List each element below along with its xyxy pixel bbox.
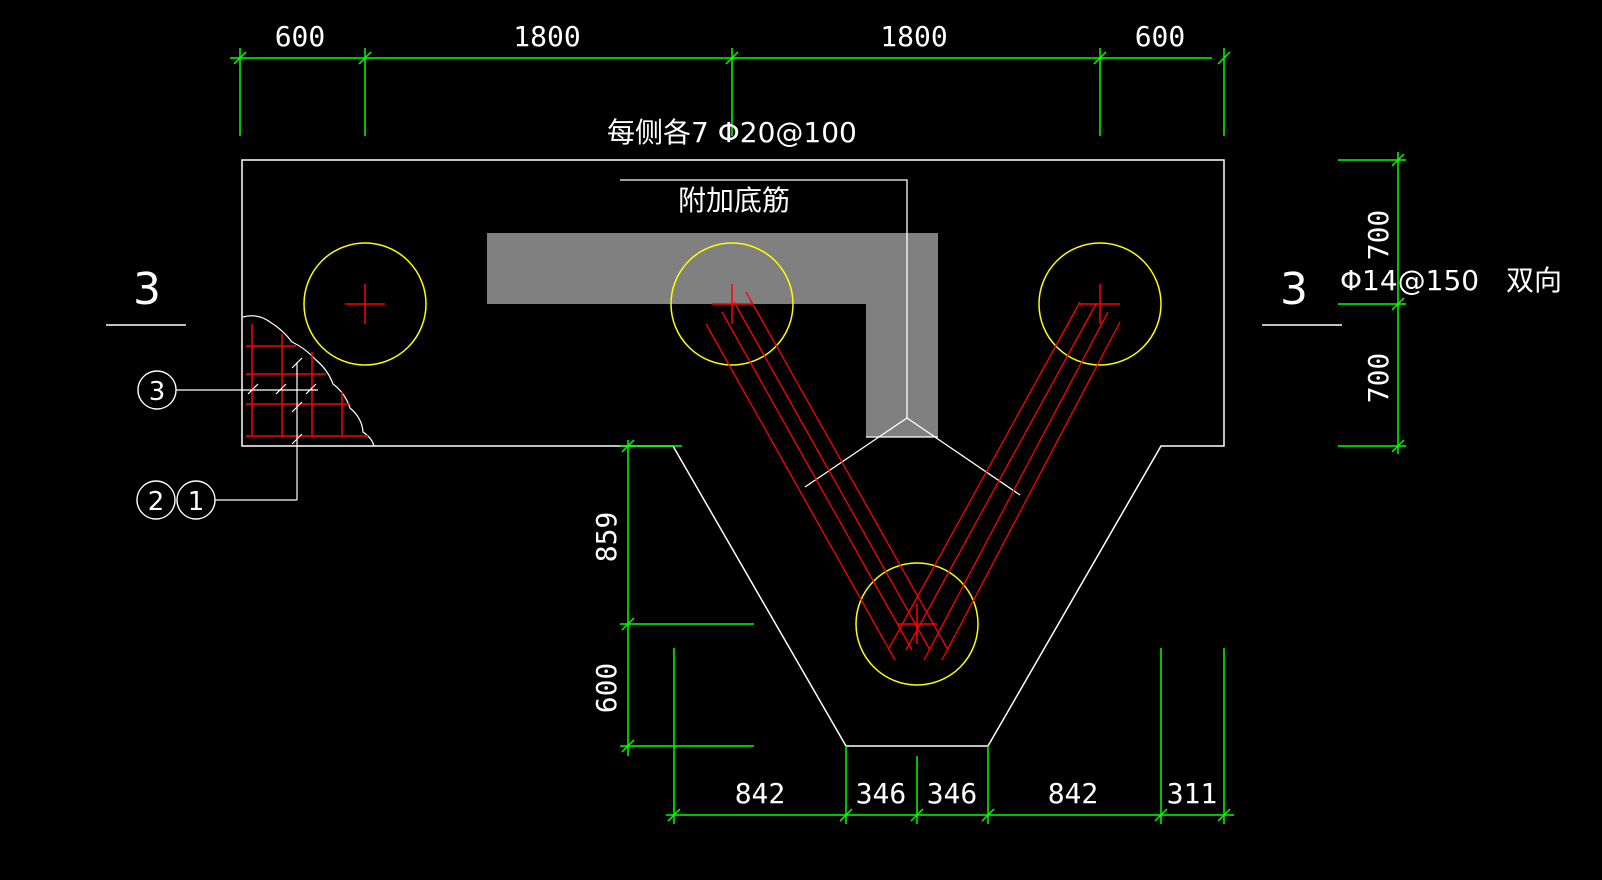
top-dim-text-1: 600 (275, 20, 326, 53)
detail-grid[interactable] (242, 315, 375, 500)
rebar-side-label: 每侧各7 Φ20@100 (607, 116, 857, 149)
rebar-diagonal-right (887, 301, 1121, 661)
center-diag-right (906, 417, 1021, 496)
section-marker-left[interactable]: 3 (106, 264, 186, 326)
center-diagonals (804, 417, 1021, 496)
rebar-diag-right-4 (941, 321, 1121, 661)
callout-2-circle (136, 480, 176, 520)
pile-middle-circle (670, 242, 794, 366)
grid-tick-1 (247, 383, 259, 395)
bottom-dim-text-2: 346 (856, 777, 907, 810)
section-left-number: 3 (133, 264, 161, 315)
rebar-diag-left-4 (745, 291, 949, 651)
right-dim-tick-3 (1391, 439, 1405, 453)
bottom-dim-tick-2 (839, 808, 853, 822)
top-dim-tick-4 (1093, 51, 1107, 65)
bottom-dim-text-4: 842 (1048, 777, 1099, 810)
bottom-dim-tick-6 (1217, 808, 1231, 822)
pile-right-circle (1038, 242, 1162, 366)
left-dim-tick-2 (621, 617, 635, 631)
top-dim-tick-1 (233, 51, 247, 65)
bottom-dim-text-3: 346 (927, 777, 978, 810)
rebar-diag-left-1 (705, 323, 896, 661)
right-dim-tick-1 (1391, 153, 1405, 167)
right-dim-text-2: 700 (1362, 353, 1395, 404)
callout-2-1[interactable]: 2 1 (136, 480, 297, 520)
pile-right[interactable] (1038, 242, 1162, 366)
section-right-number: 3 (1280, 264, 1308, 315)
rebar-diag-right-1 (887, 301, 1081, 651)
right-dimension-group (1338, 152, 1406, 454)
section-marker-right[interactable]: 3 (1262, 264, 1342, 326)
right-dim-text-1: 700 (1362, 210, 1395, 261)
left-dim-text-1: 859 (590, 512, 623, 563)
right-rebar-label: Φ14@150 (1340, 264, 1479, 297)
top-dim-text-4: 600 (1135, 20, 1186, 53)
bottom-dimension-group (666, 648, 1234, 824)
pile-bottom[interactable] (855, 562, 979, 686)
extra-bottom-bar-band[interactable] (487, 233, 938, 437)
detail-grid-red (246, 324, 368, 437)
callout-2-text: 2 (148, 487, 165, 517)
left-dim-tick-1 (621, 439, 635, 453)
pile-left-circle (303, 242, 427, 366)
callout-1-text: 1 (188, 487, 205, 517)
callout-3-text: 3 (149, 377, 166, 407)
rebar-diagonal-left (705, 291, 949, 661)
pile-middle[interactable] (670, 242, 794, 366)
rebar-diag-right-2 (905, 303, 1097, 651)
left-dim-text-2: 600 (590, 663, 623, 714)
bottom-dim-tick-1 (667, 808, 681, 822)
top-dim-text-3: 1800 (880, 20, 947, 53)
bottom-dim-tick-4 (981, 808, 995, 822)
pile-left[interactable] (303, 242, 427, 366)
bottom-dim-tick-3 (910, 808, 924, 822)
top-dim-tick-5 (1217, 51, 1231, 65)
rebar-diag-left-2 (721, 311, 913, 651)
rebar-diag-right-3 (923, 311, 1109, 661)
top-dimension-group (230, 48, 1231, 136)
bottom-dim-text-1: 842 (735, 777, 786, 810)
break-line-scallop (242, 315, 375, 447)
bottom-dim-tick-5 (1154, 808, 1168, 822)
top-dim-text-2: 1800 (513, 20, 580, 53)
right-rebar-direction: 双向 (1506, 264, 1562, 297)
bottom-dim-text-5: 311 (1167, 777, 1218, 810)
extra-bar-leader (620, 179, 908, 418)
rebar-diag-left-3 (733, 301, 931, 651)
grid-tick-2 (275, 383, 287, 395)
left-dimension-group (620, 439, 754, 756)
extra-bottom-label: 附加底筋 (678, 184, 790, 217)
center-diag-left (804, 417, 908, 488)
top-dim-tick-3 (725, 51, 739, 65)
right-dim-tick-2 (1391, 297, 1405, 311)
callout-3[interactable]: 3 (137, 370, 318, 410)
grid-tick-3 (305, 383, 317, 395)
pile-bottom-circle (855, 562, 979, 686)
top-dim-tick-2 (358, 51, 372, 65)
left-dim-tick-3 (621, 739, 635, 753)
